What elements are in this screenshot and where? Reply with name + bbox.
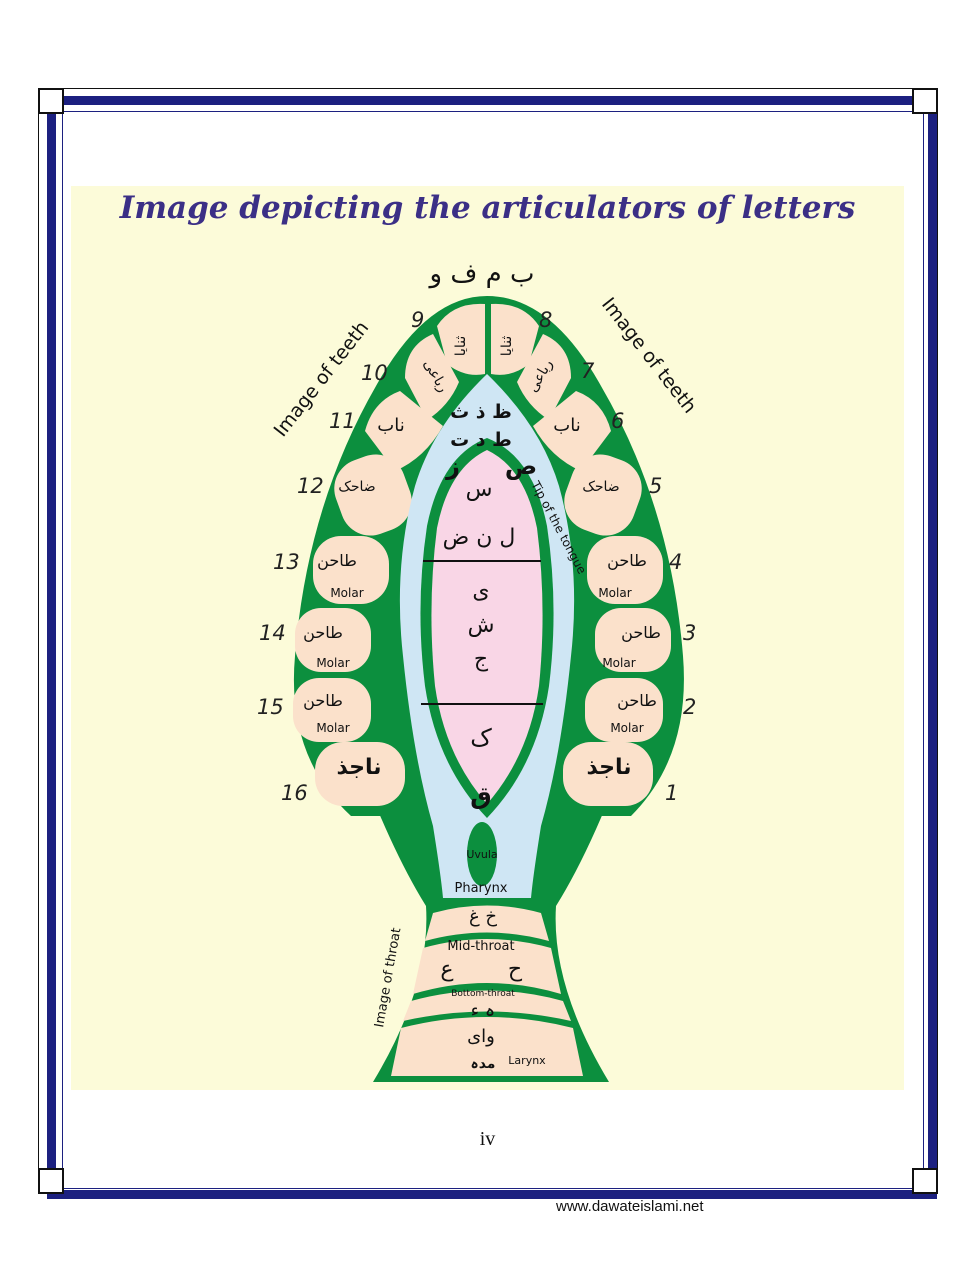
tooth-7: [517, 334, 571, 420]
tooth-11: [365, 391, 443, 471]
lips-letters: ب م ف و: [428, 259, 535, 289]
tooth-16: [315, 742, 405, 806]
tooth-12: [334, 454, 412, 536]
tooth-name-1: ناجذ: [586, 755, 631, 780]
tooth-number-14: 14: [259, 621, 286, 645]
tooth-number-5: 5: [649, 474, 662, 498]
page-number: iv: [479, 1128, 496, 1150]
mid-throat-ha: ح: [508, 957, 523, 982]
tongue-letter-ya: ی: [472, 579, 489, 604]
frame-corner-bottom-left: [38, 1168, 64, 1194]
tongue-letter-kaf: ک: [470, 724, 492, 752]
tooth-name-12: ضاحک: [338, 479, 375, 495]
tooth-6: [533, 391, 611, 471]
tooth-number-13: 13: [273, 550, 300, 574]
molar-label-4: Molar: [598, 586, 631, 600]
throat-label: Image of throat: [372, 927, 404, 1029]
tooth-name-3: طاحن: [621, 623, 661, 643]
frame-corner-top-left: [38, 88, 64, 114]
bottom-throat-letters: ہ ء: [471, 1000, 496, 1021]
tooth-name-16: ناجذ: [336, 755, 381, 780]
tooth-3: [595, 608, 671, 672]
tongue-letter-sad: ص: [505, 452, 537, 480]
tooth-number-6: 6: [611, 409, 624, 433]
tooth-1: [563, 742, 653, 806]
tooth-number-10: 10: [361, 361, 388, 385]
tongue-letters-row2: ط د ت: [450, 429, 512, 451]
tongue-letters-row3: ل ن ض: [443, 525, 516, 550]
tooth-name-15: طاحن: [303, 691, 343, 711]
tongue-letter-zay: ز: [445, 452, 460, 480]
teeth-label-right: Image of teeth: [597, 294, 701, 418]
tooth-name-5: ضاحک: [582, 479, 619, 495]
tooth-number-11: 11: [329, 409, 356, 433]
tooth-number-16: 16: [281, 781, 308, 805]
tooth-14: [295, 608, 371, 672]
tongue-letters-row1: ظ ذ ث: [450, 401, 512, 423]
page-frame-inner: [62, 111, 924, 1189]
throat-band-top: [425, 905, 549, 941]
larynx-label: Larynx: [508, 1054, 546, 1067]
tooth-number-9: 9: [411, 308, 424, 332]
pharynx-label: Pharynx: [454, 881, 507, 896]
bottom-throat-label: Bottom-throat: [451, 989, 515, 999]
throat-band-bottom: [403, 990, 571, 1021]
tooth-name-14: طاحن: [303, 623, 343, 643]
tooth-name-11: ناب: [377, 415, 404, 436]
molar-label-2: Molar: [610, 721, 643, 735]
mid-throat-label: Mid-throat: [447, 939, 514, 954]
tooth-name-2: طاحن: [617, 691, 657, 711]
tooth-number-12: 12: [297, 474, 324, 498]
tooth-5: [564, 454, 642, 536]
larynx-letters: وای: [467, 1026, 495, 1047]
tooth-name-6: ناب: [553, 415, 580, 436]
tooth-number-3: 3: [683, 621, 696, 645]
tooth-10: [405, 334, 459, 420]
frame-corner-top-right: [912, 88, 938, 114]
uvula-label: Uvula: [466, 848, 497, 861]
molar-label-13: Molar: [330, 586, 363, 600]
tooth-name-4: طاحن: [607, 551, 647, 571]
tooth-number-8: 8: [539, 308, 552, 332]
tooth-number-4: 4: [669, 550, 682, 574]
articulators-diagram: ب م ف و Image of teeth Image of teeth Ti…: [257, 259, 701, 1082]
page-frame-border: [47, 96, 937, 1199]
throat-top-letters: خ غ: [469, 906, 497, 927]
frame-corner-bottom-right: [912, 1168, 938, 1194]
website-url[interactable]: www.dawateislami.net: [556, 1198, 704, 1215]
throat-band-larynx: [391, 1017, 583, 1076]
tooth-13: [313, 536, 389, 604]
tooth-name-9: ثنایا: [453, 336, 469, 357]
tongue-letter-jeem: ج: [474, 647, 489, 672]
tooth-4: [587, 536, 663, 604]
diagram-title: Image depicting the articulators of lett…: [119, 190, 856, 226]
uvula-shape: [467, 822, 497, 886]
tooth-9: [437, 303, 485, 375]
molar-label-15: Molar: [316, 721, 349, 735]
molar-label-14: Molar: [316, 656, 349, 670]
tooth-8: [491, 303, 539, 375]
madd-letters: مدہ: [471, 1056, 496, 1072]
throat-band-mid: [413, 939, 561, 994]
tooth-number-15: 15: [257, 695, 284, 719]
tooth-name-8: ثنایا: [499, 336, 515, 357]
molar-label-3: Molar: [602, 656, 635, 670]
tooth-number-2: 2: [683, 695, 696, 719]
tooth-number-1: 1: [665, 781, 678, 805]
tongue-letter-seen: س: [466, 477, 493, 502]
mid-throat-ain: ع: [440, 957, 453, 982]
tooth-2: [585, 678, 663, 742]
tongue-letter-sheen: ش: [468, 613, 495, 638]
tooth-name-13: طاحن: [317, 551, 357, 571]
tongue-inner: [431, 450, 543, 804]
tongue-letter-qaf: ق: [470, 782, 491, 810]
tooth-number-7: 7: [581, 359, 595, 383]
tooth-15: [293, 678, 371, 742]
